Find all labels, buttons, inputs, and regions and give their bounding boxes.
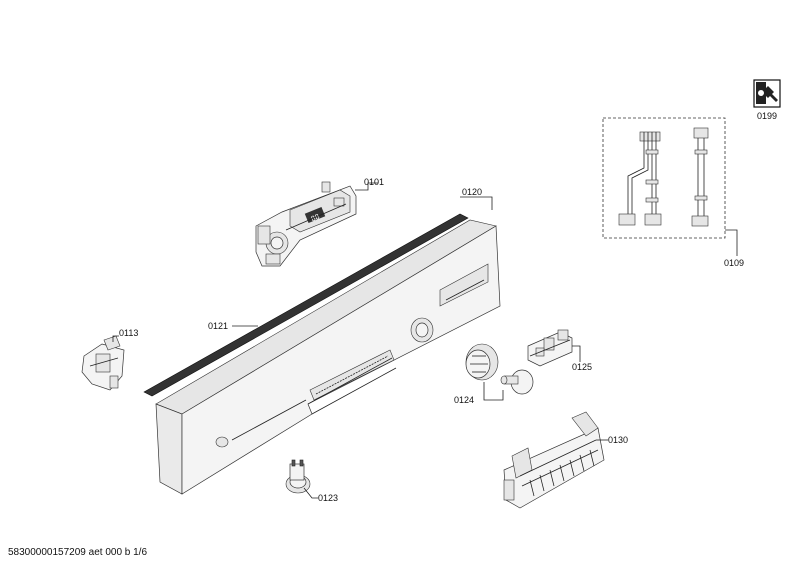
part-0101-control-module[interactable]: 88 bbox=[255, 181, 357, 267]
part-0121-seal-strip[interactable] bbox=[143, 213, 469, 397]
label-0113: 0113 bbox=[119, 328, 138, 338]
part-0130-handle-bracket[interactable] bbox=[503, 411, 605, 509]
svg-text:88: 88 bbox=[310, 213, 321, 224]
label-0199: 0199 bbox=[757, 111, 777, 121]
label-0125: 0125 bbox=[572, 362, 592, 372]
part-0199-service-icon[interactable] bbox=[753, 79, 781, 108]
part-0120-control-panel[interactable] bbox=[155, 219, 501, 495]
document-id: 58300000157209 aet 000 b 1/6 bbox=[8, 547, 147, 558]
part-0109-harness[interactable] bbox=[602, 117, 726, 239]
label-0101: 0101 bbox=[364, 177, 384, 187]
label-0120: 0120 bbox=[462, 187, 482, 197]
label-0130: 0130 bbox=[608, 435, 628, 445]
label-0123: 0123 bbox=[318, 493, 338, 503]
label-0121: 0121 bbox=[208, 321, 228, 331]
part-0113-clip-holder[interactable] bbox=[81, 335, 125, 391]
part-0124-knob[interactable] bbox=[465, 343, 534, 395]
part-0123-switch[interactable] bbox=[285, 459, 311, 494]
part-0125-connector[interactable] bbox=[527, 329, 573, 367]
label-0124: 0124 bbox=[454, 395, 474, 405]
label-0109: 0109 bbox=[724, 258, 744, 268]
